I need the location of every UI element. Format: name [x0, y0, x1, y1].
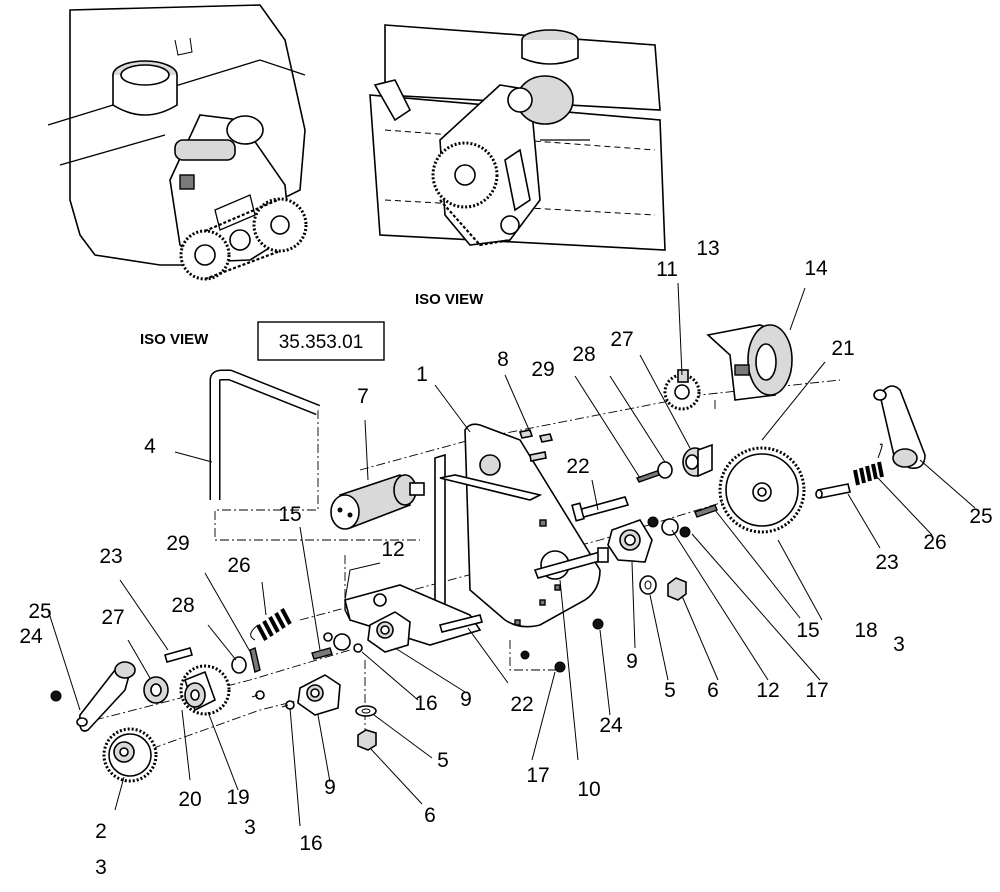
part-26-upper-spring: [853, 443, 884, 486]
callout-16-lower: 16: [299, 832, 322, 855]
callout-15-right: 15: [796, 619, 819, 642]
callout-22-lower: 22: [510, 693, 533, 716]
part-28-lower-washer: [231, 656, 247, 674]
iso-view-left-assembly: [47, 4, 308, 281]
callout-11-qualifier: 13: [696, 237, 719, 260]
callout-7: 7: [357, 385, 369, 408]
callout-25-left: 25: [28, 600, 51, 623]
callout-29-left: 29: [166, 532, 189, 555]
iso-view-upper-assembly: [369, 24, 666, 251]
callout-6-lower: 6: [424, 804, 436, 827]
part-9-upper-bearing: [607, 519, 653, 563]
part-18-large-sprocket: [718, 446, 806, 534]
part-14-pulley-assembly: [706, 324, 793, 401]
part-9-lower-bearings: [297, 611, 411, 716]
callout-27-right: 27: [610, 328, 633, 351]
callout-23-left: 23: [99, 545, 122, 568]
callout-10: 10: [577, 778, 600, 801]
callout-6-upper: 6: [707, 679, 719, 702]
lower-washer-nut: [355, 705, 377, 751]
upper-washer-nut: [639, 575, 687, 601]
callout-8: 8: [497, 348, 509, 371]
callout-2: 2: [95, 820, 107, 843]
part-25-upper-arm: [873, 385, 926, 470]
part-25-lower-arm: [76, 661, 136, 732]
callout-2-qualifier: 3: [95, 856, 107, 879]
part-23-upper-pin: [815, 483, 851, 499]
part-22-bolts: [439, 496, 630, 633]
part-23-lower-pin: [164, 647, 193, 663]
callout-16-upper: 16: [414, 692, 437, 715]
callout-18: 18: [854, 619, 877, 642]
upper-small-washers: [647, 504, 718, 538]
callout-26-left: 26: [227, 554, 250, 577]
callout-9-mid: 9: [460, 688, 472, 711]
callout-17-lower: 17: [526, 764, 549, 787]
part-4-bent-rod: [209, 369, 321, 500]
callout-28-left: 28: [171, 594, 194, 617]
part-2-lower-sprocket: [102, 727, 158, 783]
callout-25-right: 25: [969, 505, 992, 528]
lower-small-fasteners: [251, 632, 363, 710]
callout-9-lower: 9: [324, 776, 336, 799]
part-10-shaft: [533, 547, 609, 579]
callout-1: 1: [416, 363, 428, 386]
callout-24-right: 24: [599, 714, 623, 737]
part-27-lower-bushing: [143, 676, 169, 704]
callout-18-qualifier: 3: [893, 633, 905, 656]
callout-14: 14: [804, 257, 828, 280]
callout-26-right: 26: [923, 531, 946, 554]
part-12-angle-bracket: [344, 584, 482, 646]
part-7-cylinder: [330, 473, 425, 530]
part-29-lower-pin: [249, 647, 261, 673]
callout-9-upper: 9: [626, 650, 638, 673]
part-26-lower-spring: [250, 608, 292, 641]
callout-21: 21: [831, 337, 854, 360]
callout-20: 20: [178, 788, 201, 811]
callout-17-right: 17: [805, 679, 828, 702]
part-19-lower-sprocket: [179, 664, 231, 716]
callout-27-left: 27: [101, 606, 124, 629]
callout-11: 11: [656, 258, 678, 281]
upper-washers-bushing: [636, 443, 713, 483]
callout-28-right: 28: [572, 343, 595, 366]
iso-view-heading-upper: ISO VIEW: [415, 291, 484, 308]
part-11-small-sprocket: [663, 369, 701, 411]
callout-5-upper: 5: [664, 679, 676, 702]
part-24-nut-left: [50, 690, 62, 702]
part-8-pins: [518, 429, 554, 462]
callout-12-right: 12: [756, 679, 779, 702]
callout-19: 19: [226, 786, 249, 809]
reference-box: [257, 321, 385, 361]
callout-19-qualifier: 3: [244, 816, 256, 839]
callout-labels: 1 2 3 4 5 5 6 6 7 8 9 9 9 10 11 13 12 12…: [19, 237, 992, 879]
callout-29-right: 29: [531, 358, 554, 381]
leader-lines: [47, 282, 976, 827]
callout-4: 4: [144, 435, 156, 458]
callout-12-left: 12: [381, 538, 404, 561]
right-nuts: [520, 618, 604, 673]
callout-24-left: 24: [19, 625, 43, 648]
iso-view-heading-left: ISO VIEW: [140, 331, 209, 348]
callout-5-lower: 5: [437, 749, 449, 772]
callout-15-left: 15: [278, 503, 301, 526]
callout-22-upper: 22: [566, 455, 589, 478]
callout-23-right: 23: [875, 551, 898, 574]
reference-box-text: 35.353.01: [279, 332, 364, 353]
